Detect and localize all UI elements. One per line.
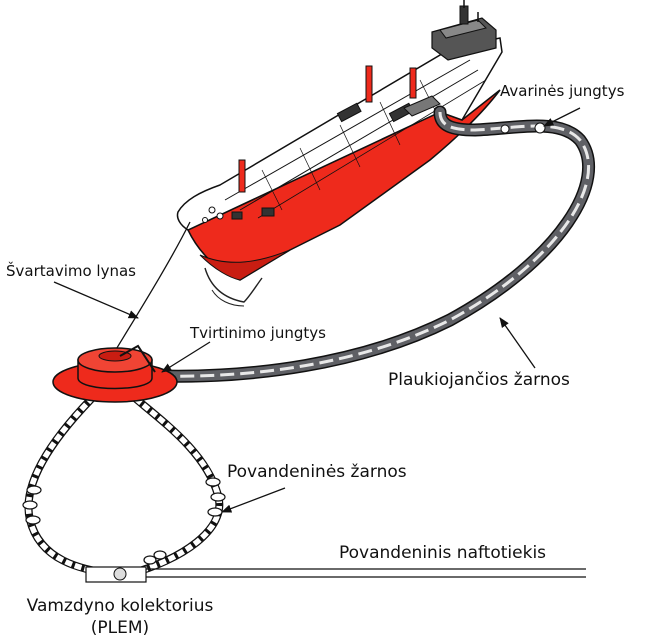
label-mooring-line: Švartavimo lynas	[6, 264, 136, 279]
label-emergency-couplings: Avarinės jungtys	[500, 84, 624, 99]
mast-middle	[366, 66, 372, 102]
arrow-underwater-hoses	[222, 488, 285, 512]
mooring-line-rope	[112, 222, 190, 356]
label-floating-hoses: Plaukiojančios žarnos	[388, 372, 570, 389]
underwater-hose-string	[23, 390, 225, 574]
mast-rear	[410, 68, 416, 98]
mast-front	[239, 160, 245, 192]
tanker-ship	[177, 0, 502, 306]
label-fastening-couplings: Tvirtinimo jungtys	[190, 326, 326, 341]
arrow-mooring-line	[54, 282, 138, 318]
label-plem-line1: Vamzdyno kolektorius	[0, 598, 240, 615]
mooring-buoy	[53, 346, 177, 402]
label-underwater-hoses: Povandeninės žarnos	[227, 464, 407, 481]
arrow-floating-hoses	[500, 318, 535, 368]
label-underwater-pipeline: Povandeninis naftotiekis	[339, 545, 546, 562]
arrow-fastening-couplings	[162, 342, 210, 372]
label-plem-line2: (PLEM)	[0, 620, 240, 637]
